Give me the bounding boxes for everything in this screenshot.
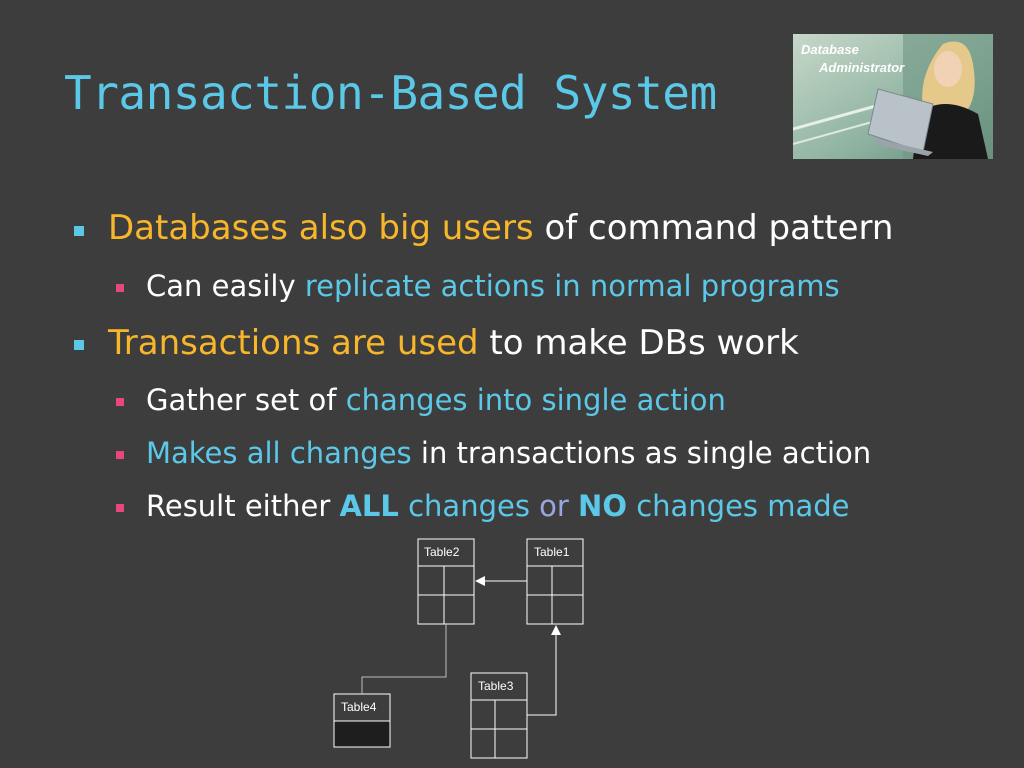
- bullet-marker: [74, 340, 84, 350]
- table1-box: Table1: [526, 538, 584, 625]
- bullet-text: Databases also big users: [108, 208, 534, 248]
- bullet-marker: [74, 226, 84, 236]
- bullet-text: to make DBs work: [478, 323, 799, 363]
- bullet-text: Makes all changes: [146, 436, 412, 470]
- connector-table2-to-table4: [361, 624, 447, 694]
- slide-title: Transaction-Based System: [64, 66, 717, 120]
- table1-label: Table1: [534, 545, 570, 559]
- bullet-text: Can easily: [146, 269, 305, 303]
- sub-bullet-marker: [116, 504, 124, 512]
- table3-label: Table3: [478, 679, 514, 693]
- table4-box: Table4: [333, 693, 391, 748]
- photo-caption-line2: Administrator: [818, 60, 905, 75]
- bullet-text: Result either: [146, 489, 340, 523]
- sub-bullet-marker: [116, 398, 124, 406]
- bullet-text: Gather set of: [146, 383, 346, 417]
- sub-bullet-item: Makes all changes in transactions as sin…: [146, 436, 871, 470]
- bullet-text: Transactions are used: [108, 323, 479, 363]
- bullet-text: changes: [398, 489, 540, 523]
- bullet-text: changes into single action: [345, 383, 726, 417]
- bullet-text: NO: [578, 489, 627, 523]
- bullet-text: in transactions as single action: [411, 436, 872, 470]
- arrow-table3-to-table1: [527, 625, 561, 716]
- sub-bullet-item: Can easily replicate actions in normal p…: [146, 269, 840, 303]
- bullet-text: ALL: [339, 489, 399, 523]
- table2-box: Table2: [417, 538, 475, 625]
- table2-label: Table2: [424, 545, 460, 559]
- database-administrator-photo: Database Administrator: [793, 34, 993, 159]
- table3-box: Table3: [470, 672, 528, 759]
- sub-bullet-marker: [116, 284, 124, 292]
- sub-bullet-item: Result either ALL changes or NO changes …: [146, 489, 850, 523]
- bullet-text: replicate actions in normal programs: [304, 269, 840, 303]
- bullet-item: Databases also big users of command patt…: [108, 208, 893, 248]
- bullet-text: of command pattern: [533, 208, 894, 248]
- bullet-text: or: [539, 489, 569, 523]
- sub-bullet-marker: [116, 451, 124, 459]
- sub-bullet-item: Gather set of changes into single action: [146, 383, 726, 417]
- table4-label: Table4: [341, 700, 377, 714]
- bullet-item: Transactions are used to make DBs work: [108, 323, 799, 363]
- photo-caption-line1: Database: [801, 42, 859, 57]
- bullet-text: changes made: [626, 489, 850, 523]
